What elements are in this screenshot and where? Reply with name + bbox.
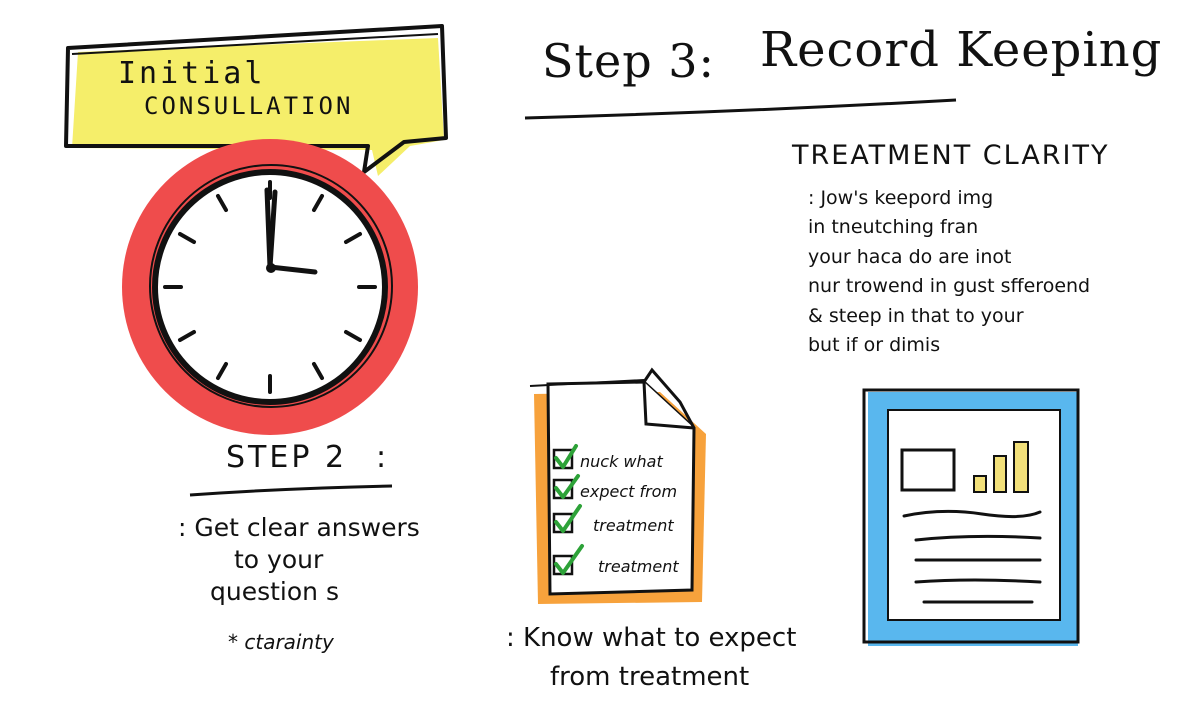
consultation-title: Initial CONSULLATION: [118, 56, 353, 121]
step2-colon: :: [376, 440, 390, 475]
step2-heading: STEP 2: [226, 440, 348, 475]
consultation-line-2: CONSULLATION: [144, 92, 354, 120]
step2-line: question s: [210, 577, 339, 606]
clarity-line: nur trowend in gust sfferoend: [808, 275, 1091, 298]
step3-underline: [524, 98, 957, 120]
checklist-item: nuck what: [580, 452, 663, 471]
clarity-line: but if or dimis: [808, 334, 941, 357]
checklist-item: treatment: [598, 557, 679, 576]
checklist-caption: : Know what to expect from treatment: [506, 622, 796, 695]
report-document-icon: [862, 388, 1080, 646]
clock-icon: [122, 139, 418, 435]
step2-text: : Get clear answers to your question s: [178, 512, 420, 608]
checklist-caption-line: from treatment: [550, 662, 750, 693]
checklist-item: expect from: [580, 482, 678, 501]
checklist-document-icon: [529, 367, 706, 604]
clarity-line: in tneutching fran: [808, 216, 979, 239]
step3-label: Step 3:: [542, 34, 716, 88]
step2-line: to your: [234, 545, 324, 574]
consultation-line-1: Initial: [118, 56, 266, 91]
step3-subtitle: Record Keeping: [760, 22, 1163, 78]
clarity-heading: TREATMENT CLARITY: [792, 140, 1110, 171]
clarity-line: : Jow's keepord img: [808, 187, 994, 209]
checklist-item: treatment: [593, 516, 674, 535]
clarity-text: : Jow's keepord img in tneutching fran y…: [808, 184, 1090, 361]
step2-underline: [189, 484, 393, 497]
step2-line: : Get clear answers: [178, 513, 420, 542]
clarity-line: your haca do are inot: [808, 245, 1012, 268]
clarity-line: & steep in that to your: [808, 304, 1024, 327]
checklist-caption-line: : Know what to expect: [506, 623, 797, 653]
consultation-bubble: [64, 24, 448, 176]
step2-note: * ctarainty: [228, 630, 334, 654]
